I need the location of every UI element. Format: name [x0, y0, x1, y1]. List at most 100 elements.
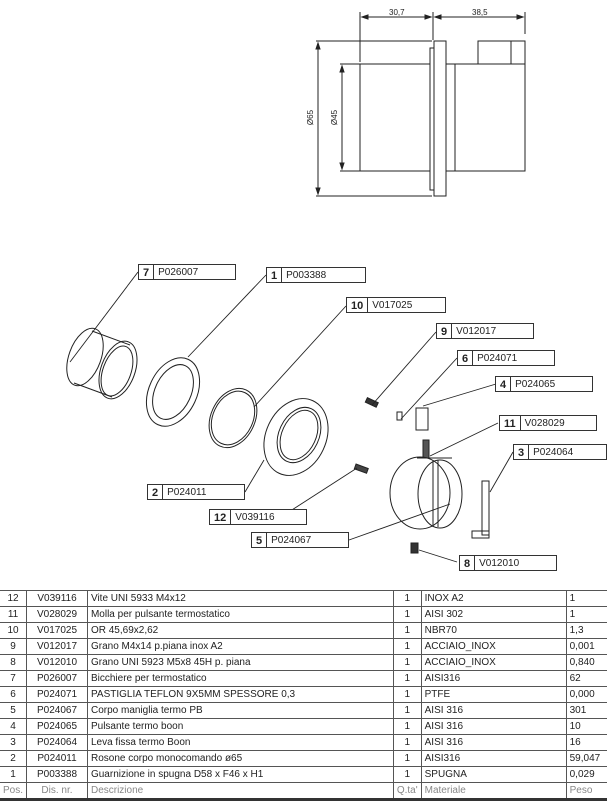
cell-descrizione: Leva fissa termo Boon: [86, 734, 394, 751]
arrow-icon: [315, 187, 321, 196]
cell-qta: 1: [392, 590, 422, 607]
cell-dis-nr: P024011: [26, 750, 88, 767]
cell-dis-nr: V012017: [26, 638, 88, 655]
handle-button: [477, 40, 512, 65]
part-teflon-pad: [396, 411, 403, 421]
cell-peso: 0,029: [565, 766, 607, 783]
cell-qta: 1: [392, 654, 422, 671]
cell-peso: 62: [565, 670, 607, 687]
cell-materiale: PTFE: [420, 686, 567, 703]
rosette: [433, 40, 447, 197]
cell-peso: 0,000: [565, 686, 607, 703]
cell-dis-nr: P024065: [26, 718, 88, 735]
cell-dis-nr: V012010: [26, 654, 88, 671]
dim-width-right: 38,5: [472, 8, 488, 17]
arrow-icon: [433, 14, 442, 20]
cell-peso: 1: [565, 606, 607, 623]
cell-pos: 6: [0, 686, 28, 703]
cell-descrizione: Grano M4x14 p.piana inox A2: [86, 638, 394, 655]
drawing-canvas: [66, 12, 526, 563]
leader-lines: [69, 271, 514, 563]
cell-pos: 1: [0, 766, 28, 783]
cell-materiale: AISI 302: [420, 606, 567, 623]
header-pos: Pos.: [0, 782, 28, 801]
cell-descrizione: Bicchiere per termostatico: [86, 670, 394, 687]
cell-qta: 1: [392, 766, 422, 783]
cell-pos: 7: [0, 670, 28, 687]
cell-peso: 10: [565, 718, 607, 735]
cell-materiale: INOX A2: [420, 590, 567, 607]
part-grub: [410, 542, 419, 554]
cell-dis-nr: V028029: [26, 606, 88, 623]
part-cup: [66, 327, 104, 387]
body-cup: [359, 63, 431, 172]
cell-materiale: ACCIAIO_INOX: [420, 654, 567, 671]
header-peso: Peso: [565, 782, 607, 801]
cell-descrizione: PASTIGLIA TEFLON 9X5MM SPESSORE 0,3: [86, 686, 394, 703]
header-materiale: Materiale: [420, 782, 567, 801]
handle-body: [454, 63, 526, 172]
dim-width-left: 30,7: [389, 8, 405, 17]
cell-pos: 4: [0, 718, 28, 735]
cell-pos: 11: [0, 606, 28, 623]
cell-materiale: ACCIAIO_INOX: [420, 638, 567, 655]
cell-qta: 1: [392, 638, 422, 655]
cell-qta: 1: [392, 734, 422, 751]
cell-peso: 0,001: [565, 638, 607, 655]
cell-peso: 0,840: [565, 654, 607, 671]
cell-materiale: AISI 316: [420, 702, 567, 719]
cell-qta: 1: [392, 718, 422, 735]
part-grub-screw: [364, 396, 379, 408]
cell-materiale: AISI 316: [420, 718, 567, 735]
cell-dis-nr: P024064: [26, 734, 88, 751]
dim-diameter-inner: Ø45: [330, 109, 340, 126]
arrow-icon: [424, 14, 433, 20]
cell-qta: 1: [392, 622, 422, 639]
handle-lever: [510, 40, 526, 65]
cell-materiale: SPUGNA: [420, 766, 567, 783]
cell-pos: 10: [0, 622, 28, 639]
cell-dis-nr: V039116: [26, 590, 88, 607]
cell-qta: 1: [392, 750, 422, 767]
arrow-icon: [339, 162, 345, 171]
arrow-icon: [360, 14, 369, 20]
cell-peso: 16: [565, 734, 607, 751]
cell-dis-nr: P003388: [26, 766, 88, 783]
cell-pos: 8: [0, 654, 28, 671]
cell-peso: 59,047: [565, 750, 607, 767]
cell-pos: 12: [0, 590, 28, 607]
cell-peso: 1,3: [565, 622, 607, 639]
part-button: [415, 407, 429, 431]
cell-descrizione: OR 45,69x2,62: [86, 622, 394, 639]
header-descrizione: Descrizione: [86, 782, 394, 801]
part-lever: [481, 480, 490, 536]
exploded-view: [66, 271, 514, 563]
cell-dis-nr: V017025: [26, 622, 88, 639]
part-oring: [208, 387, 258, 449]
cell-pos: 9: [0, 638, 28, 655]
cell-descrizione: Corpo maniglia termo PB: [86, 702, 394, 719]
cell-pos: 5: [0, 702, 28, 719]
